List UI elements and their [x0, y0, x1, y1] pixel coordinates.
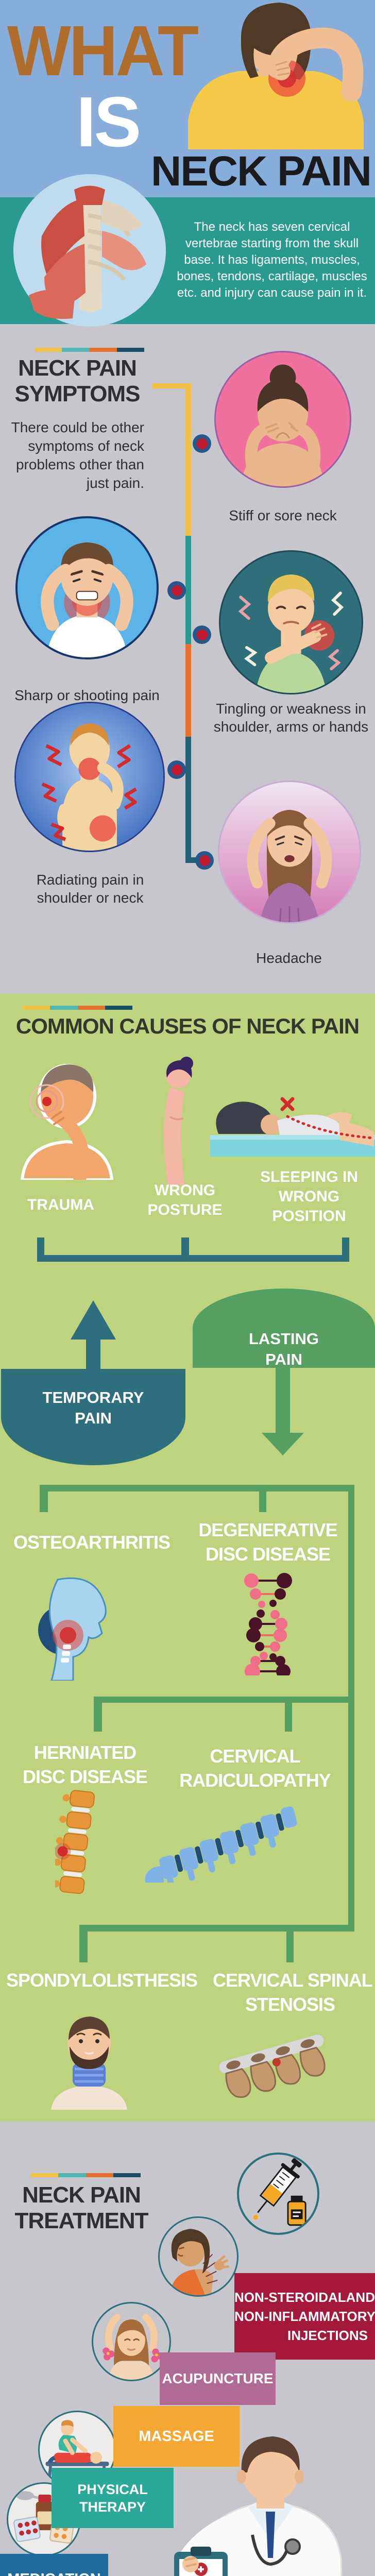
header-word-neck-pain: NECK PAIN: [151, 148, 372, 195]
causes-section: [0, 994, 375, 2122]
injection-syringe-icon: [237, 2153, 319, 2235]
row2-tick-left: [94, 1703, 102, 1732]
acupuncture-icon: [158, 2216, 238, 2297]
neck-brace-man-illustration: [47, 2009, 131, 2110]
osteoarthritis-illustration: [36, 1572, 121, 1682]
condition-stenosis: CERVICAL SPINAL STENOSIS: [213, 1970, 373, 2015]
dna-helix-icon: [243, 1572, 293, 1679]
header-word-is: IS: [76, 82, 141, 162]
timeline-segment-dark: [185, 737, 191, 863]
conditions-bracket-row3: [79, 1925, 354, 1931]
timeline-connector: [152, 383, 191, 388]
conditions-bracket-row2: [94, 1697, 354, 1703]
causes-title: COMMON CAUSES OF NECK PAIN: [15, 1014, 360, 1038]
timeline-segment-orange: [185, 644, 191, 737]
doctor-illustration: [170, 2429, 366, 2576]
wrong-posture-illustration: [155, 1055, 202, 1185]
row3-tick-left: [79, 1931, 88, 1962]
sharp-pain-illustration: [15, 516, 159, 659]
treatment-box-medication: MEDICATION: [0, 2554, 108, 2576]
conditions-bracket-row1: [40, 1485, 354, 1492]
condition-osteoarthritis: OSTEOARTHRITIS: [13, 1532, 171, 1553]
condition-degenerative: DEGENERATIVE DISC DISEASE: [198, 1519, 337, 1565]
header-word-what: WHAT: [7, 11, 199, 91]
header-intro-text: The neck has seven cervical vertebrae st…: [177, 220, 367, 300]
row1-tick-mid: [259, 1492, 266, 1512]
symptom-label: Sharp or shooting pain: [14, 687, 160, 703]
causes-bracket: [37, 1255, 349, 1262]
radiating-pain-illustration: [14, 702, 165, 852]
timeline-dot-4: [167, 760, 186, 779]
causes-bracket-tick-right: [342, 1238, 349, 1258]
symptoms-decorative-bar: [35, 348, 144, 352]
treatment-box-acupuncture: ACUPUNCTURE: [160, 2352, 276, 2405]
lasting-pain-arrow-stem: [276, 1368, 290, 1434]
symptom-label: Stiff or sore neck: [229, 507, 337, 523]
timeline-dot-1: [193, 434, 211, 453]
spinal-stenosis-icon: [218, 2032, 338, 2115]
condition-spondylolisthesis: SPONDYLOLISTHESIS: [6, 1970, 198, 1991]
temporary-pain-up-arrow: [71, 1300, 116, 1340]
sleeping-position-illustration: [210, 1084, 375, 1161]
causes-decorative-bar: [23, 1006, 132, 1010]
timeline-dot-2: [167, 581, 186, 600]
treatment-title: NECK PAIN TREATMENT: [14, 2182, 148, 2233]
massage-icon: [92, 2302, 171, 2381]
treatment-decorative-bar: [31, 2173, 141, 2177]
medication-icon: [7, 2482, 81, 2556]
timeline-segment-teal: [185, 536, 191, 644]
cause-label-trauma: TRAUMA: [27, 1196, 94, 1213]
timeline-corner: [185, 857, 202, 863]
cervical-spine-icon: [135, 1795, 308, 1889]
treatment-box-injections: NON-STEROIDALAND NON-INFLAMMATORY INJECT…: [234, 2273, 375, 2360]
cause-label-sleeping: SLEEPING IN WRONG POSITION: [260, 1168, 359, 1225]
causes-bracket-tick-left: [37, 1238, 44, 1258]
symptom-label: Tingling or weakness in shoulder, arms o…: [213, 701, 369, 735]
timeline-dot-5: [195, 851, 214, 870]
row2-tick-mid: [285, 1703, 292, 1732]
neck-anatomy-illustration: [13, 174, 166, 327]
lasting-pain-down-arrow: [262, 1433, 304, 1455]
causes-bracket-tick-mid: [181, 1238, 189, 1258]
conditions-vertical-line: [348, 1485, 354, 1931]
temporary-pain-arrow-stem: [86, 1338, 100, 1370]
symptom-label: Radiating pain in shoulder or neck: [36, 872, 144, 906]
herniated-disc-icon: [53, 1790, 96, 1901]
symptoms-title: NECK PAIN SYMPTOMS: [14, 355, 140, 406]
stiff-neck-illustration: [214, 351, 351, 488]
treatment-box-massage: MASSAGE: [113, 2406, 240, 2467]
condition-radiculopathy: CERVICAL RADICULOPATHY: [179, 1745, 331, 1791]
row3-tick-mid: [286, 1931, 294, 1962]
condition-herniated: HERNIATED DISC DISEASE: [22, 1742, 148, 1787]
row1-tick-left: [40, 1492, 48, 1512]
tingling-weakness-illustration: [219, 550, 363, 694]
lasting-pain-shape: LASTING PAIN: [193, 1289, 375, 1368]
neck-pain-person-illustration: [180, 0, 371, 149]
cause-label-posture: WRONG POSTURE: [147, 1182, 223, 1218]
trauma-illustration: [18, 1056, 116, 1184]
treatment-box-physical-therapy: PHYSICAL THERAPY: [52, 2468, 174, 2528]
symptom-label: Headache: [256, 950, 322, 966]
symptoms-intro-text: There could be other symptoms of neck pr…: [11, 419, 144, 491]
timeline-segment-yellow: [185, 383, 191, 536]
timeline-dot-3: [193, 625, 211, 644]
headache-illustration: [218, 781, 361, 924]
temporary-pain-shape: TEMPORARY PAIN: [1, 1369, 185, 1465]
